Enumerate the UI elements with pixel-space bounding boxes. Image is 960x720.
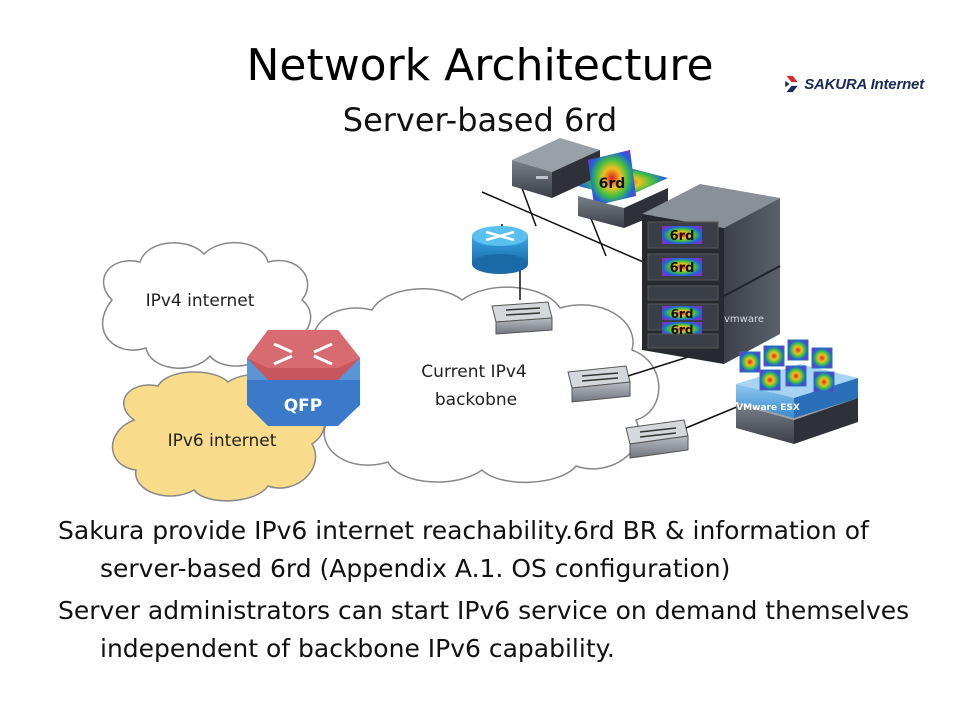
vmware-esx-label: VMware ESX [736,403,800,413]
backbone-label-line1: Current IPv4 [421,362,526,382]
qfp-router-label: QFP [284,396,323,416]
server-top-6rd-tag: 6rd [599,176,626,192]
switch-1 [491,301,553,335]
rack-brand-label: vmware [724,314,764,325]
server-1 [512,138,600,198]
rack-6rd-tag-1: 6rd [670,229,695,244]
server-rack [642,184,781,364]
body-paragraph-2: Server administrators can start IPv6 ser… [58,596,910,663]
router-cross-arrows-icon [485,230,515,242]
vmware-esx-host [736,339,858,444]
backbone-router [472,226,528,274]
backbone-label-line2: backobne [435,390,517,410]
switch-3 [625,419,689,459]
server-6rd-top [578,150,668,228]
backbone-cloud [301,286,660,484]
router-arrows-icon [273,342,333,366]
logo-text: SAKURA Internet [804,75,924,93]
ipv6-internet-label: IPv6 internet [168,431,277,451]
slide-title: Network Architecture [246,40,714,91]
slide-body: Sakura provide IPv6 internet reachabilit… [58,512,938,672]
rack-6rd-tag-3: 6rd [671,307,694,321]
body-paragraph-1: Sakura provide IPv6 internet reachabilit… [58,516,869,583]
ipv4-internet-label: IPv4 internet [146,291,255,311]
sakura-mark-icon [785,75,798,93]
ipv4-internet-cloud [101,241,312,369]
rack-6rd-tag-4: 6rd [671,323,694,337]
switch-2 [567,365,631,403]
slide-subtitle: Server-based 6rd [342,101,618,139]
qfp-router [247,330,360,426]
rack-6rd-tag-2: 6rd [670,261,695,276]
sakura-internet-logo: SAKURA Internet [784,66,924,102]
